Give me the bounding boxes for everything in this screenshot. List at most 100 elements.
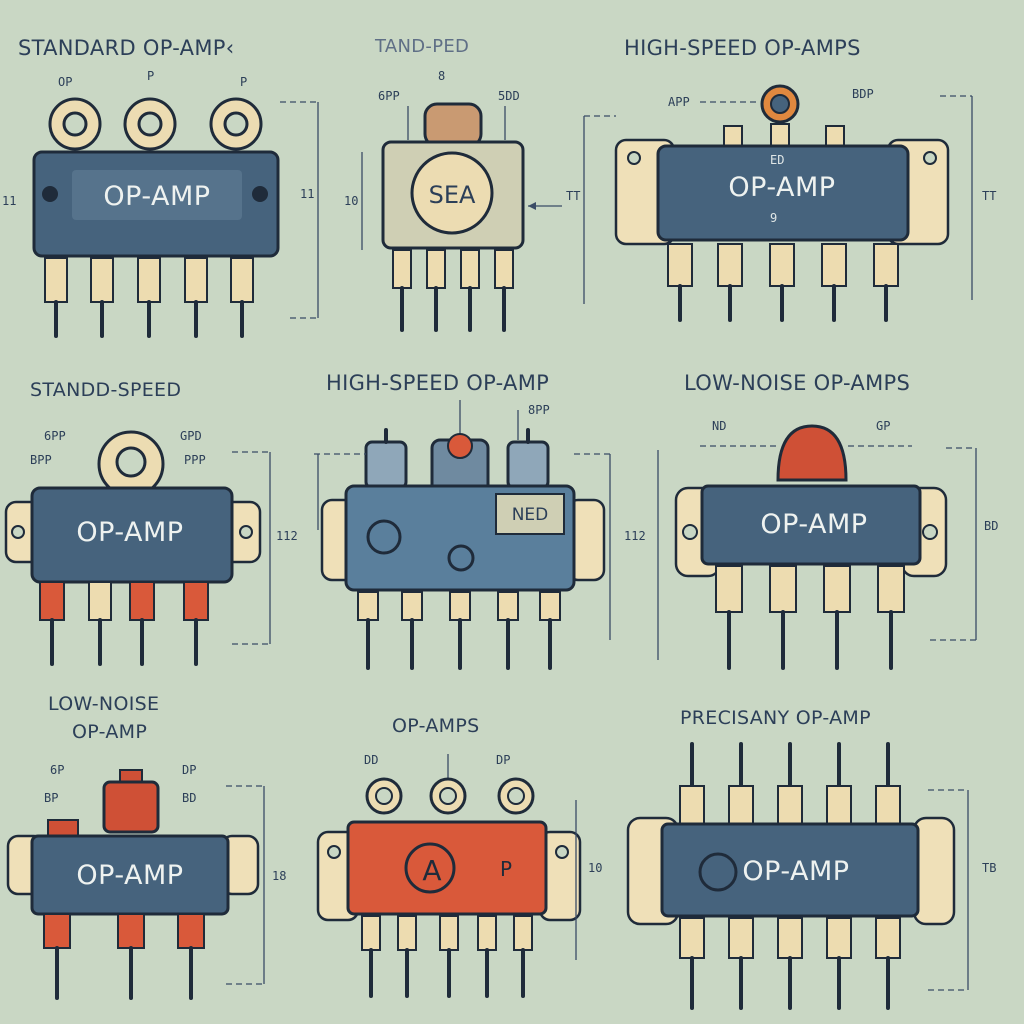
pin1-notch [42, 186, 58, 202]
panel-low-noise-op-amps: LOW-NOISE OP-AMPS ND GP OP-AMP BD [657, 371, 998, 670]
panel-title: TAND-PED [374, 36, 469, 57]
edge-dimension: 11 [2, 194, 16, 208]
dimension-marker: 112 [232, 451, 298, 645]
callout-label: DP [182, 763, 196, 777]
pin1-mark [698, 852, 738, 892]
callout-label: DD [364, 753, 378, 767]
label-plate [72, 170, 242, 220]
chip-label: OP-AMP [760, 509, 867, 540]
label-plate [495, 493, 565, 535]
callout-label: 6PP [44, 429, 66, 443]
panel-title-line: OP-AMP [72, 721, 147, 743]
panel-standd-speed: STANDD-SPEED 6PP BPP GPD PPP OP-AMP 112 [4, 379, 298, 666]
top-led [760, 84, 800, 124]
dimension-marker: 10 [344, 152, 562, 250]
dimension-marker: 10 [575, 800, 602, 960]
body-marking: A [422, 854, 441, 887]
top-pin-stubs [723, 123, 845, 147]
pin-row [44, 257, 254, 338]
capacitor [506, 428, 550, 490]
panel-title: OP-AMPS [392, 715, 479, 737]
chip-label: OP-AMP [76, 517, 183, 548]
top-component [102, 769, 160, 834]
chip-label: OP-AMP [76, 860, 183, 891]
panel-low-noise-op-amp: LOW-NOISE OP-AMP 6P BP DP BD OP-AMP 18 [6, 693, 286, 1000]
callout-label: BPP [30, 453, 52, 467]
panel-title: PRECISANY OP-AMP [680, 707, 871, 729]
chip-body [660, 822, 920, 918]
terminal-ring [209, 97, 263, 151]
svg-text:10: 10 [588, 861, 602, 875]
pin1-notch [252, 186, 268, 202]
dimension-marker: 112 [314, 453, 646, 640]
callout-label: P [147, 69, 154, 83]
pin-row [361, 915, 533, 998]
body-marking: ED [770, 153, 784, 167]
svg-text:112: 112 [276, 529, 298, 543]
svg-text:11: 11 [300, 187, 314, 201]
chip-label: OP-AMP [742, 856, 849, 887]
chip-body [700, 484, 922, 566]
callout-label: APP [668, 95, 690, 109]
callout-label: GPD [180, 429, 202, 443]
dimension-marker: TT TT [566, 95, 996, 304]
panel-op-amps: OP-AMPS DD DP A P 10 [316, 715, 602, 998]
pin-row [715, 565, 905, 670]
chip-body [656, 144, 910, 242]
pin-row [392, 249, 514, 332]
terminal-ring [48, 97, 102, 151]
terminal-ring [497, 777, 535, 815]
pin1-mark [447, 544, 475, 572]
svg-text:TB: TB [982, 861, 996, 875]
pin-row [39, 581, 209, 666]
callout-label: DP [496, 753, 510, 767]
panel-standard-op-amp: STANDARD OP-AMP‹ OP P P OP-AMP 11 11 [2, 36, 319, 338]
top-dome [776, 424, 848, 482]
capacitor [364, 428, 408, 490]
mounting-tab [912, 816, 956, 926]
seal-text: SEA [429, 181, 476, 209]
pin-row [43, 913, 205, 1000]
callout-label: OP [58, 75, 72, 89]
terminal-ring [97, 430, 165, 498]
center-seal [410, 151, 494, 235]
callout-label: 6P [50, 763, 64, 777]
callout-label: 8 [438, 69, 445, 83]
terminal-ring [429, 777, 467, 815]
panel-high-speed-op-amps: HIGH-SPEED OP-AMPS APP BDP ED OP-AMP 9 [566, 36, 996, 322]
callout-label: BDP [852, 87, 874, 101]
callout-label: BP [44, 791, 58, 805]
panel-title: STANDARD OP-AMP‹ [18, 36, 234, 60]
body-marking: NED [512, 505, 549, 525]
dimension-marker: 11 11 [2, 101, 319, 319]
panel-precisany-op-amp: PRECISANY OP-AMP OP-AMP TB [626, 707, 996, 1010]
pin-row [679, 917, 901, 1010]
dimension-marker: 18 [226, 785, 286, 985]
svg-text:TT: TT [566, 189, 580, 203]
chip-body [346, 820, 548, 916]
svg-text:BD: BD [984, 519, 998, 533]
dimension-marker: TB [928, 789, 996, 991]
callout-label: P [240, 75, 247, 89]
edge-dimension: TT [982, 189, 996, 203]
svg-text:112: 112 [624, 529, 646, 543]
chip-label: OP-AMP [728, 172, 835, 203]
svg-text:10: 10 [344, 194, 358, 208]
callout-label: PPP [184, 453, 206, 467]
panel-title: STANDD-SPEED [30, 379, 181, 401]
callout-label: 8PP [528, 403, 550, 417]
panel-title: LOW-NOISE OP-AMPS [684, 371, 910, 395]
callout-label: ND [712, 419, 726, 433]
callout-label: BD [182, 791, 196, 805]
svg-text:18: 18 [272, 869, 286, 883]
chip-label: OP-AMP [103, 181, 210, 212]
body-marking: P [500, 857, 512, 881]
pin-row [667, 243, 899, 322]
top-cap [423, 102, 483, 148]
terminal-ring [123, 97, 177, 151]
panel-title: HIGH-SPEED OP-AMPS [624, 36, 861, 60]
pin-row [357, 591, 561, 670]
dimension-marker: BD [657, 447, 998, 660]
top-pin-row [679, 742, 901, 825]
